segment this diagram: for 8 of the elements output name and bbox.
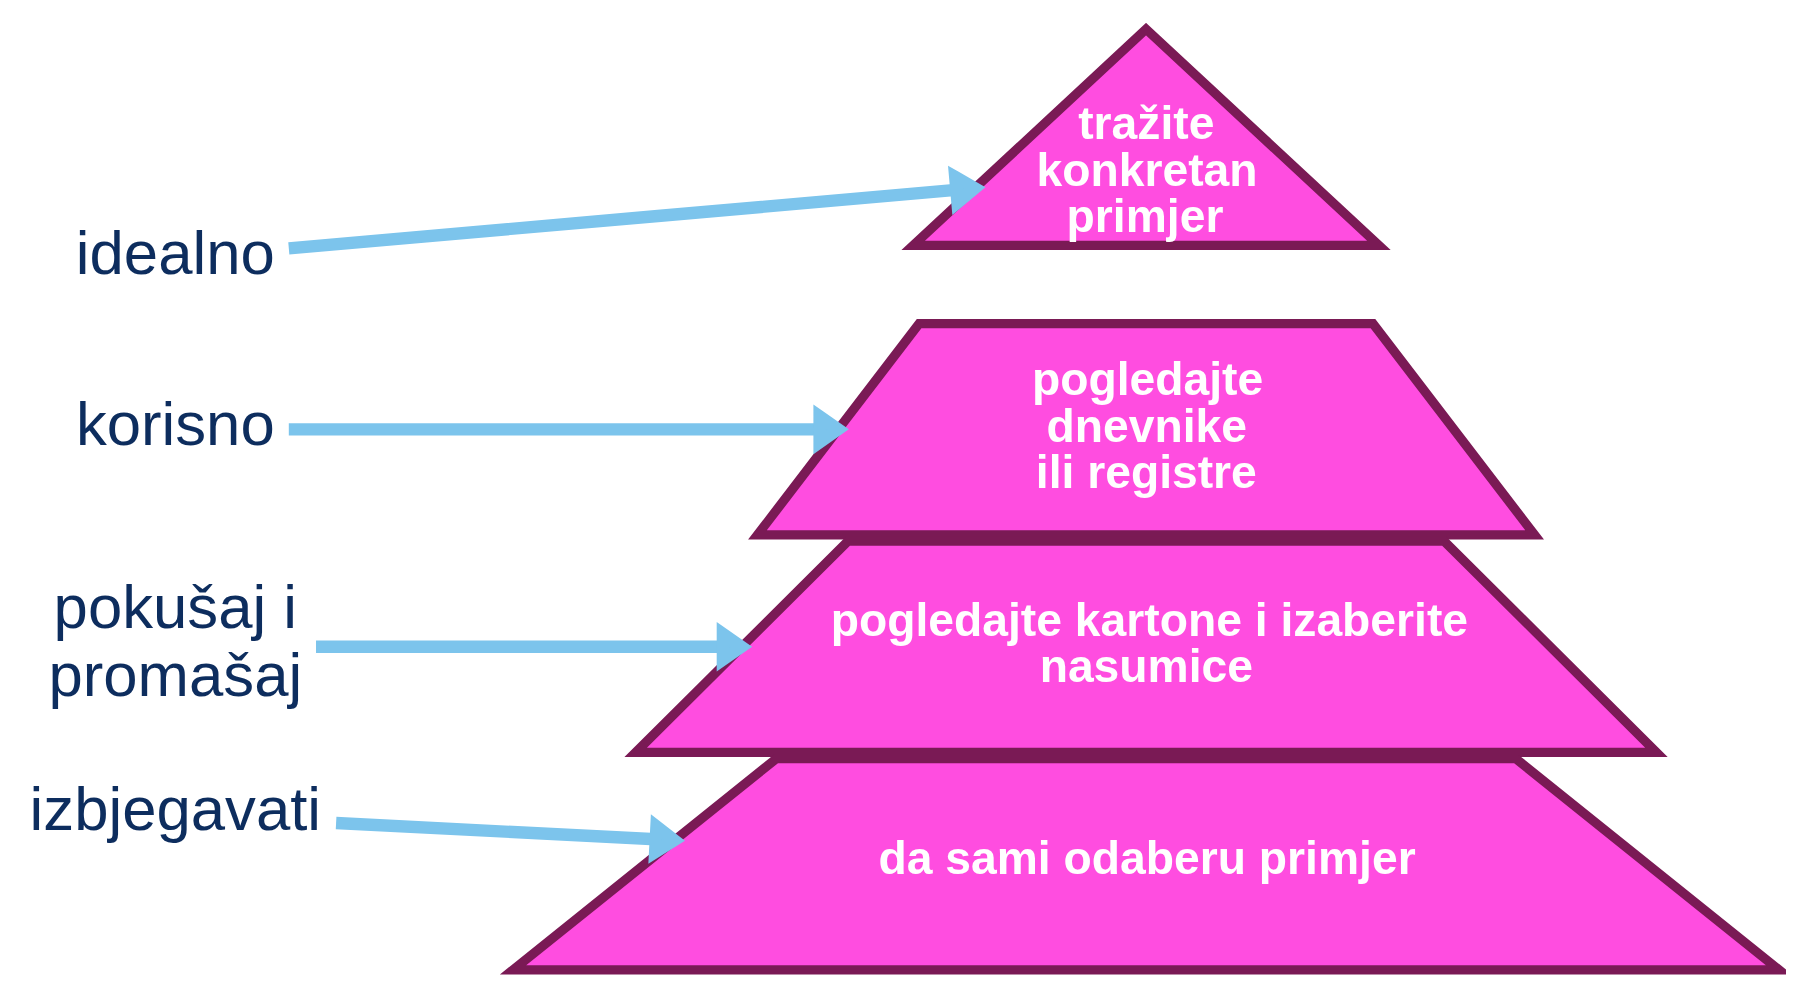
node-text: korisno [75, 388, 275, 458]
node-text: pokušaj i promašaj [48, 571, 303, 709]
arrow [288, 404, 849, 454]
node-text: idealno [75, 217, 275, 287]
arrow [335, 813, 685, 864]
arrow [288, 165, 986, 254]
node-text: izbjegavati [29, 773, 322, 843]
arrow [316, 621, 753, 672]
